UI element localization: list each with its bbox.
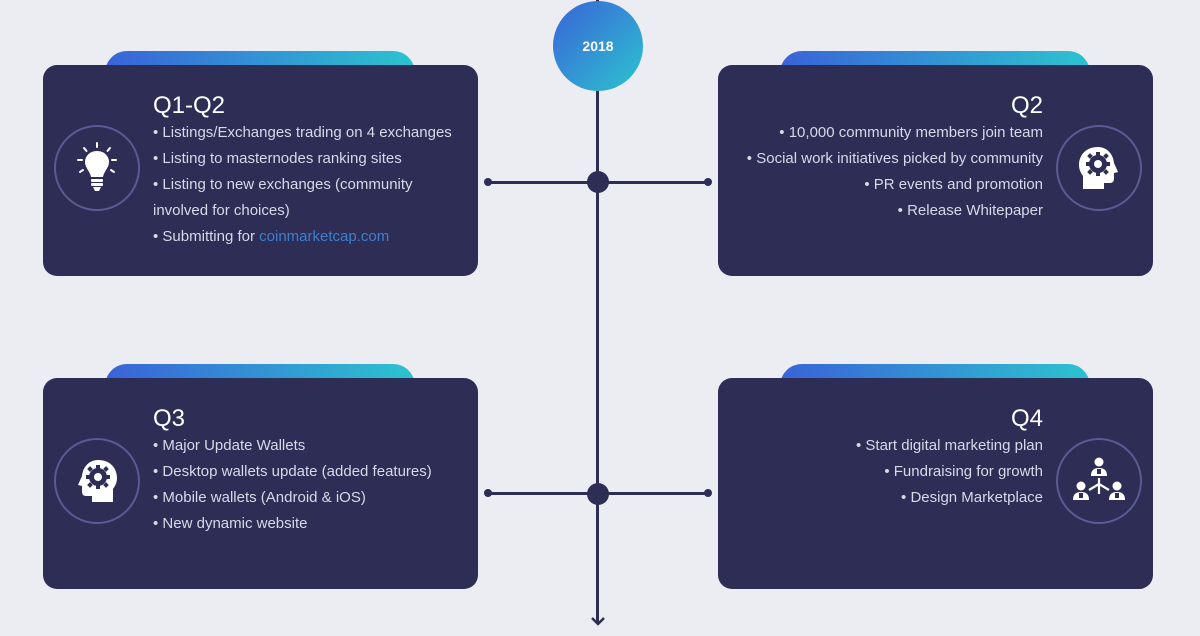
head-gear-icon (1079, 147, 1118, 189)
list-item: Major Update Wallets (153, 433, 468, 459)
list-item: 10,000 community members join team (723, 120, 1043, 146)
roadmap-card-q2: Q2 10,000 community members join team So… (718, 65, 1153, 276)
roadmap-card-q4: Q4 Start digital marketing plan Fundrais… (718, 378, 1153, 589)
list-item: New dynamic website (153, 511, 468, 537)
lightbulb-icon (77, 142, 117, 191)
icon-ring (54, 125, 140, 211)
icon-ring (1056, 125, 1142, 211)
card-title: Q3 (153, 405, 186, 432)
card-title: Q4 (1010, 405, 1043, 432)
chevron-down-icon[interactable] (589, 614, 607, 628)
icon-ring (1056, 438, 1142, 524)
list-item: Release Whitepaper (723, 198, 1043, 224)
head-gear-icon (78, 460, 117, 502)
team-hierarchy-icon (1073, 457, 1125, 500)
card-item-list: 10,000 community members join team Socia… (723, 120, 1043, 224)
year-label: 2018 (582, 38, 614, 54)
connector-end-right-row2 (704, 489, 712, 497)
icon-ring (54, 438, 140, 524)
card-item-list: Start digital marketing plan Fundraising… (723, 433, 1043, 511)
roadmap-card-q3: Q3 Major Update Wallets Desktop wallets … (43, 378, 478, 589)
card-title: Q2 (1010, 92, 1043, 119)
list-item: Fundraising for growth (723, 459, 1043, 485)
card-item-list: Listings/Exchanges trading on 4 exchange… (153, 120, 468, 250)
card-title: Q1-Q2 (153, 92, 226, 119)
timeline-axis (596, 0, 599, 624)
connector-end-right-row1 (704, 178, 712, 186)
list-item: Listing to new exchanges (community invo… (153, 172, 468, 224)
list-item: Start digital marketing plan (723, 433, 1043, 459)
year-badge: 2018 (553, 1, 643, 91)
list-item: Mobile wallets (Android & iOS) (153, 485, 468, 511)
roadmap-card-q1q2: Q1-Q2 Listings/Exchanges trading on 4 ex… (43, 65, 478, 276)
list-item: Desktop wallets update (added features) (153, 459, 468, 485)
connector-end-left-row2 (484, 489, 492, 497)
list-item: Social work initiatives picked by commun… (723, 146, 1043, 172)
timeline-node-row1 (587, 171, 609, 193)
connector-end-left-row1 (484, 178, 492, 186)
list-item: Listing to masternodes ranking sites (153, 146, 468, 172)
list-item-text: Submitting for (162, 228, 260, 245)
card-item-list: Major Update Wallets Desktop wallets upd… (153, 433, 468, 537)
list-item: PR events and promotion (723, 172, 1043, 198)
list-item: Submitting for coinmarketcap.com (153, 224, 468, 250)
list-item: Design Marketplace (723, 485, 1043, 511)
list-item: Listings/Exchanges trading on 4 exchange… (153, 120, 468, 146)
coinmarketcap-link[interactable]: coinmarketcap.com (259, 228, 390, 245)
timeline-node-row2 (587, 483, 609, 505)
